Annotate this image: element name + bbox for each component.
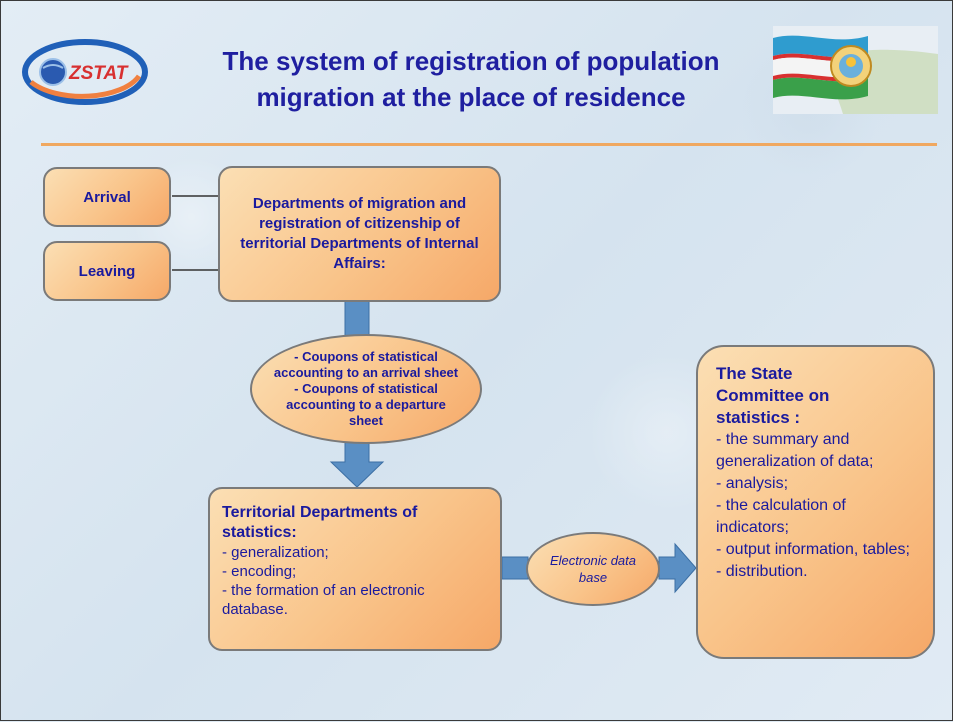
arrival-label: Arrival [83, 188, 131, 206]
migration-departments-text: Departments of migration and registratio… [240, 195, 479, 272]
state-item: - analysis; [716, 475, 789, 492]
state-item: - distribution. [716, 563, 808, 580]
coupon-departure: - Coupons of statistical accounting to a… [286, 381, 446, 428]
flag-emblem-icon [773, 26, 938, 114]
territorial-item: - generalization; [222, 544, 329, 561]
coupons-ellipse: - Coupons of statistical accounting to a… [250, 334, 482, 444]
right-arrow-shaft [501, 556, 529, 580]
down-arrow-shaft-1 [344, 300, 370, 338]
territorial-heading: Territorial Departments of statistics: [222, 504, 418, 541]
territorial-departments-box: Territorial Departments of statistics: -… [208, 487, 502, 651]
state-item: - the summary and generalization of data… [716, 431, 874, 470]
state-committee-box: The State Committee on statistics : - th… [696, 345, 935, 659]
zstat-logo-icon: ZSTAT [22, 39, 148, 105]
territorial-item: - encoding; [222, 563, 297, 580]
state-item: - output information, tables; [716, 541, 910, 558]
coupon-arrival: - Coupons of statistical accounting to a… [273, 349, 459, 380]
territorial-item: - the formation of an electronic databas… [222, 582, 425, 618]
electronic-database-ellipse: Electronic data base [526, 532, 660, 606]
page-title: The system of registration of population… [171, 43, 771, 115]
right-arrow-icon [658, 542, 697, 594]
logo-text: ZSTAT [68, 63, 129, 84]
header-divider [41, 143, 937, 146]
state-item: - the calculation of indicators; [716, 497, 846, 536]
state-committee-heading: The State Committee on statistics : [716, 364, 830, 427]
title-line-2: migration at the place of residence [256, 82, 686, 112]
migration-departments-box: Departments of migration and registratio… [218, 166, 501, 302]
down-arrow-icon [329, 440, 385, 488]
arrival-box: Arrival [43, 167, 171, 227]
leaving-box: Leaving [43, 241, 171, 301]
electronic-database-label: Electronic data base [550, 553, 636, 585]
leaving-label: Leaving [78, 262, 136, 280]
title-line-1: The system of registration of population [222, 46, 720, 76]
